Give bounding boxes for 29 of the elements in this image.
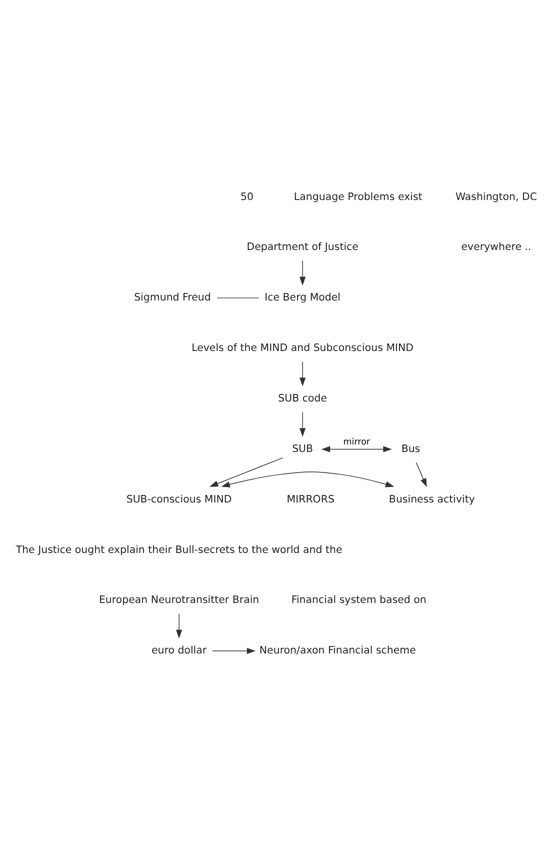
arrow (209, 457, 284, 487)
arrow (221, 471, 394, 488)
node-text: European Neurotransitter Brain (98, 595, 260, 606)
label: Washington, DC (455, 192, 538, 203)
arrow (321, 446, 392, 452)
arrow (300, 260, 306, 286)
arrow (212, 648, 256, 654)
node-text: Ice Berg Model (264, 292, 341, 304)
node-text: Business activity (388, 494, 475, 506)
arrow (300, 361, 306, 386)
node-text: Bus (401, 444, 420, 455)
node-text: Sigmund Freud (134, 292, 211, 304)
label: MIRRORS (286, 494, 334, 506)
arrow (176, 613, 182, 639)
label: everywhere .. (461, 242, 532, 254)
arrow (416, 462, 427, 488)
arrow (300, 412, 306, 437)
label: 50 (240, 192, 254, 203)
node-text: SUB-conscious MIND (126, 494, 232, 506)
edge-label: mirror (343, 438, 370, 448)
node-text: SUB (292, 444, 314, 455)
node-text: Neuron/axon Financial scheme (259, 646, 416, 657)
node-text: SUB code (278, 393, 328, 404)
node-text: Levels of the MIND and Subconscious MIND (192, 343, 414, 354)
label: Financial system based on (291, 595, 426, 606)
label: The Justice ought explain their Bull-secrets to the world and the (16, 544, 342, 556)
node-text: euro dollar (152, 646, 207, 657)
label: Language Problems exist (294, 192, 422, 203)
node-text: Department of Justice (246, 242, 358, 254)
